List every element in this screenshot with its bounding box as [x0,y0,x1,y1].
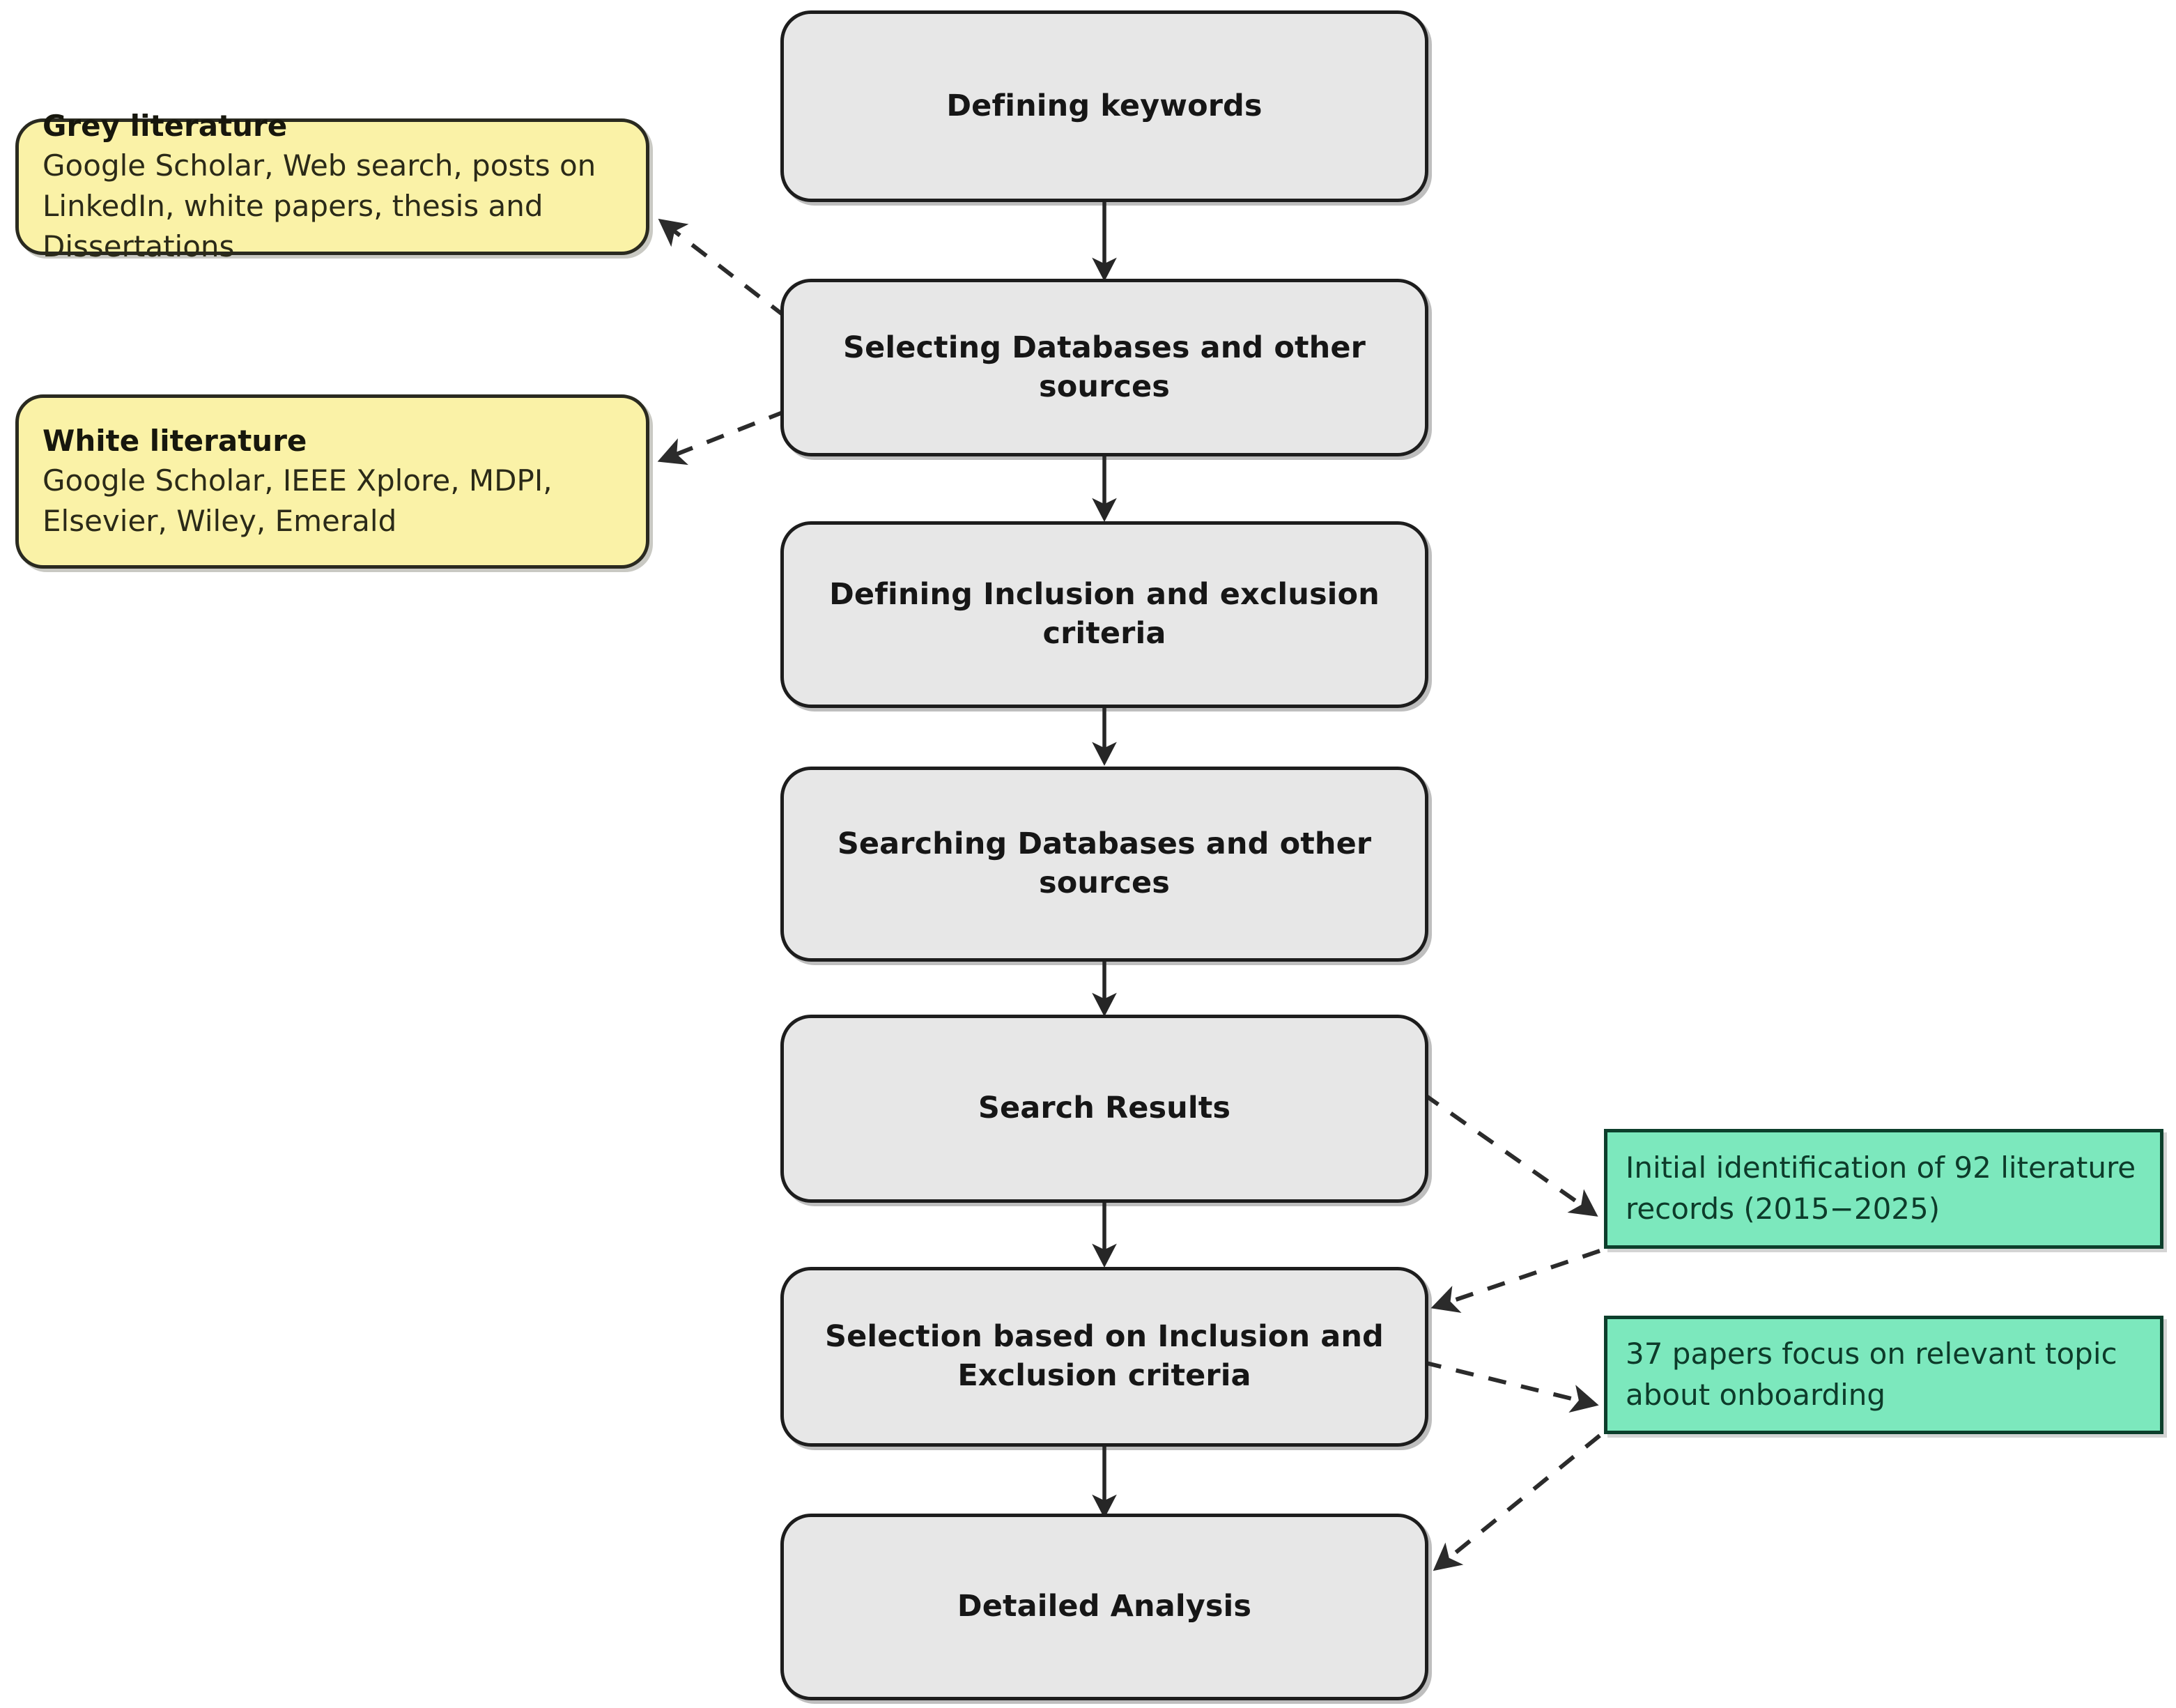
edge-initial-to-selection [1430,1249,1600,1313]
edge-results-to-initial [1422,1092,1598,1217]
edge-selection-to-papers [1423,1360,1599,1413]
result-text: 37 papers focus on relevant topic about … [1626,1337,2117,1412]
process-label: Defining keywords [946,88,1263,123]
process-node-defining-keywords[interactable]: Defining keywords [780,10,1428,202]
process-label: Selection based on Inclusion and Exclusi… [825,1319,1384,1393]
process-label: Selecting Databases and other sources [843,330,1366,404]
note-grey-literature[interactable]: Grey literature Google Scholar, Web sear… [15,109,649,263]
note-title: White literature [43,423,307,458]
result-relevant-papers[interactable]: 37 papers focus on relevant topic about … [1604,1316,2163,1434]
edge-papers-to-analysis [1433,1433,1601,1571]
note-body: Google Scholar, Web search, posts on Lin… [43,148,596,264]
process-label: Defining Inclusion and exclusion criteri… [829,577,1380,651]
edge-selecting-to-grey [658,218,787,319]
process-label: Detailed Analysis [957,1589,1252,1624]
note-title: Grey literature [43,108,288,143]
process-node-search-results[interactable]: Search Results [780,1015,1428,1203]
process-node-selecting-databases[interactable]: Selecting Databases and other sources [780,279,1428,456]
result-text: Initial identification of 92 literature … [1626,1151,2136,1226]
process-node-defining-criteria[interactable]: Defining Inclusion and exclusion criteri… [780,521,1428,708]
process-node-searching-databases[interactable]: Searching Databases and other sources [780,767,1428,962]
process-node-detailed-analysis[interactable]: Detailed Analysis [780,1514,1428,1700]
note-body: Google Scholar, IEEE Xplore, MDPI, Elsev… [43,463,553,539]
process-label: Search Results [978,1091,1231,1126]
process-node-selection-criteria[interactable]: Selection based on Inclusion and Exclusi… [780,1267,1428,1447]
note-white-literature[interactable]: White literature Google Scholar, IEEE Xp… [15,394,649,569]
result-initial-identification[interactable]: Initial identification of 92 literature … [1604,1129,2163,1249]
process-label: Searching Databases and other sources [837,826,1372,900]
edge-selecting-to-white [657,409,787,466]
